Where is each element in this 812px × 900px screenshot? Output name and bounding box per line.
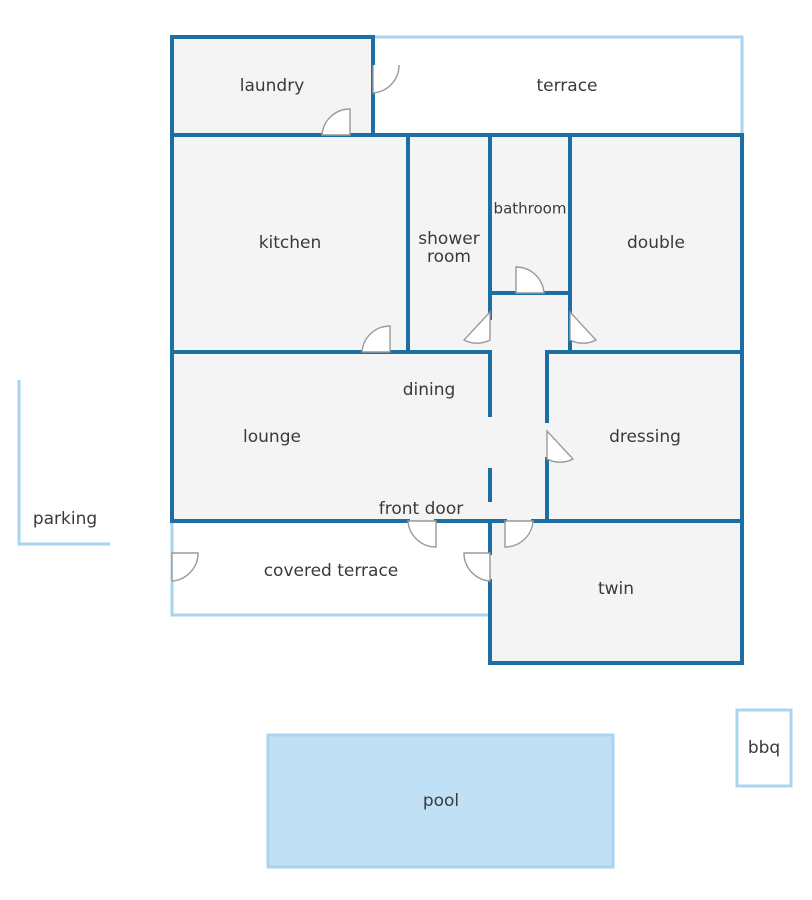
- lounge-label: lounge: [243, 427, 301, 447]
- kitchen-room: [172, 135, 408, 352]
- twin-door: [504, 520, 534, 548]
- terrace-outline: [373, 35, 744, 135]
- covered-terrace-label: covered terrace: [264, 561, 399, 581]
- laundry-kitchen-door: [321, 108, 351, 136]
- twin-room: [490, 521, 742, 663]
- covered-terrace-area: [172, 521, 490, 615]
- laundry-label: laundry: [240, 76, 305, 96]
- bbq-label: bbq: [748, 738, 780, 758]
- bathroom-label: bathroom: [494, 200, 567, 218]
- terrace-area: [373, 37, 742, 135]
- dressing-label: dressing: [609, 427, 681, 447]
- lounge-dining-room: [172, 352, 490, 521]
- walls: [170, 35, 744, 665]
- shower-room-label-line1: shower: [418, 229, 479, 249]
- hall-area: [490, 293, 570, 352]
- covered-terrace-twin-door: [463, 552, 491, 582]
- covered-terrace-side-door: [171, 552, 199, 582]
- kitchen-label: kitchen: [259, 233, 322, 253]
- shower-hall-door: [462, 310, 491, 344]
- doors: [171, 64, 598, 582]
- pool: [266, 733, 615, 869]
- kitchen-dining-door: [361, 325, 391, 353]
- dressing-door: [546, 429, 575, 463]
- bbq: [735, 708, 793, 788]
- parking-outline: [17, 380, 110, 546]
- front-door: [407, 520, 437, 548]
- dressing-room: [547, 352, 742, 521]
- parking-label: parking: [33, 509, 97, 529]
- front-door-label: front door: [379, 499, 463, 519]
- corridor-area: [490, 352, 547, 521]
- bathroom-room: [490, 135, 570, 293]
- terrace-label: terrace: [536, 76, 597, 96]
- double-room: [570, 135, 742, 352]
- laundry-terrace-door: [372, 64, 400, 94]
- shower-room: [408, 135, 490, 352]
- twin-label: twin: [598, 579, 634, 599]
- double-hall-door: [569, 310, 598, 344]
- double-label: double: [627, 233, 685, 253]
- shower-room-label-line2: room: [427, 247, 471, 267]
- bathroom-door: [515, 266, 545, 294]
- dining-label: dining: [403, 380, 456, 400]
- pool-label: pool: [423, 791, 459, 811]
